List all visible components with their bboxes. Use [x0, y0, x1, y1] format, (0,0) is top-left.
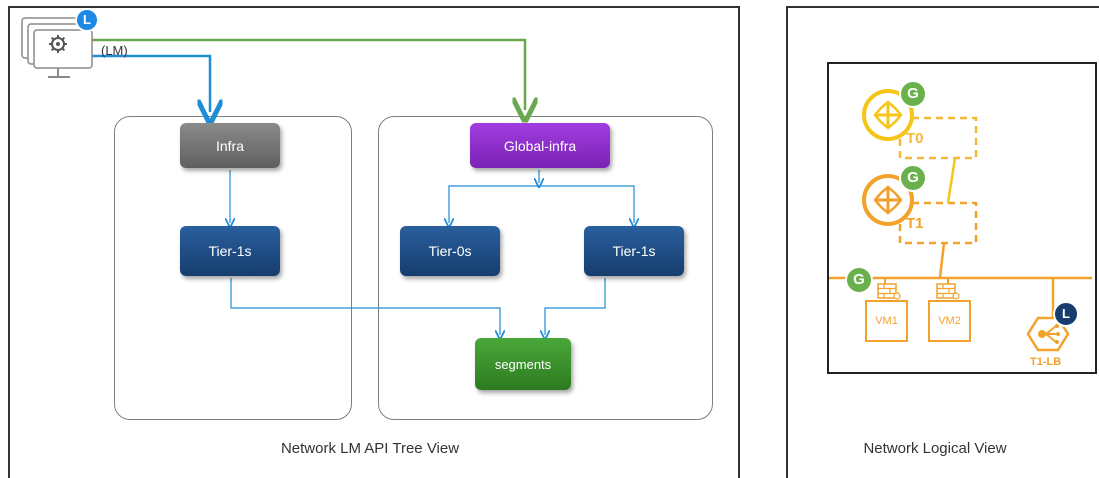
router-icon: [862, 89, 914, 141]
tree-connectors: [80, 38, 1099, 465]
t1-label: T1: [906, 215, 924, 232]
router-icon: [862, 174, 914, 226]
global-badge-t1: G: [907, 169, 919, 186]
firewall-icon: [936, 283, 960, 300]
monitor-icon: [21, 8, 99, 78]
lm-label: (LM): [101, 43, 128, 58]
logical-view-caption: Network Logical View: [863, 440, 1007, 457]
tier1-left-to-segments-line: [230, 278, 500, 335]
t1lb-label: T1-LB: [1030, 356, 1062, 368]
tree-view-caption: Network LM API Tree View: [280, 440, 460, 457]
t0-box: [898, 116, 978, 160]
lm-to-global-infra-line: [80, 38, 525, 110]
local-badge-t1lb: L: [1062, 306, 1070, 321]
vm1-label: VM1: [875, 315, 898, 327]
split-to-tier1-line: [539, 185, 634, 223]
infra-node[interactable]: Infra: [180, 123, 280, 168]
tier0-node[interactable]: Tier-0s: [400, 226, 500, 276]
global-infra-node[interactable]: Global-infra: [470, 123, 610, 168]
gear-icon: [49, 35, 67, 53]
segments-node[interactable]: segments: [475, 338, 571, 390]
tier1-left-node[interactable]: Tier-1s: [180, 226, 280, 276]
vm1-box: [865, 300, 908, 342]
firewall-icon: [877, 283, 901, 300]
lm-to-infra-line: [80, 54, 210, 112]
vm2-label: VM2: [938, 315, 961, 327]
split-to-tier0-line: [449, 185, 539, 223]
tier1-right-to-segments-line: [545, 278, 606, 335]
global-badge-segment: G: [853, 271, 865, 288]
vm2-box: [928, 300, 971, 342]
logical-diagram: [829, 80, 1092, 352]
t0-label: T0: [906, 130, 924, 147]
tier1-right-node[interactable]: Tier-1s: [584, 226, 684, 276]
t1-box: [898, 201, 978, 245]
global-badge-t0: G: [907, 85, 919, 102]
local-badge-lm: L: [83, 12, 91, 27]
